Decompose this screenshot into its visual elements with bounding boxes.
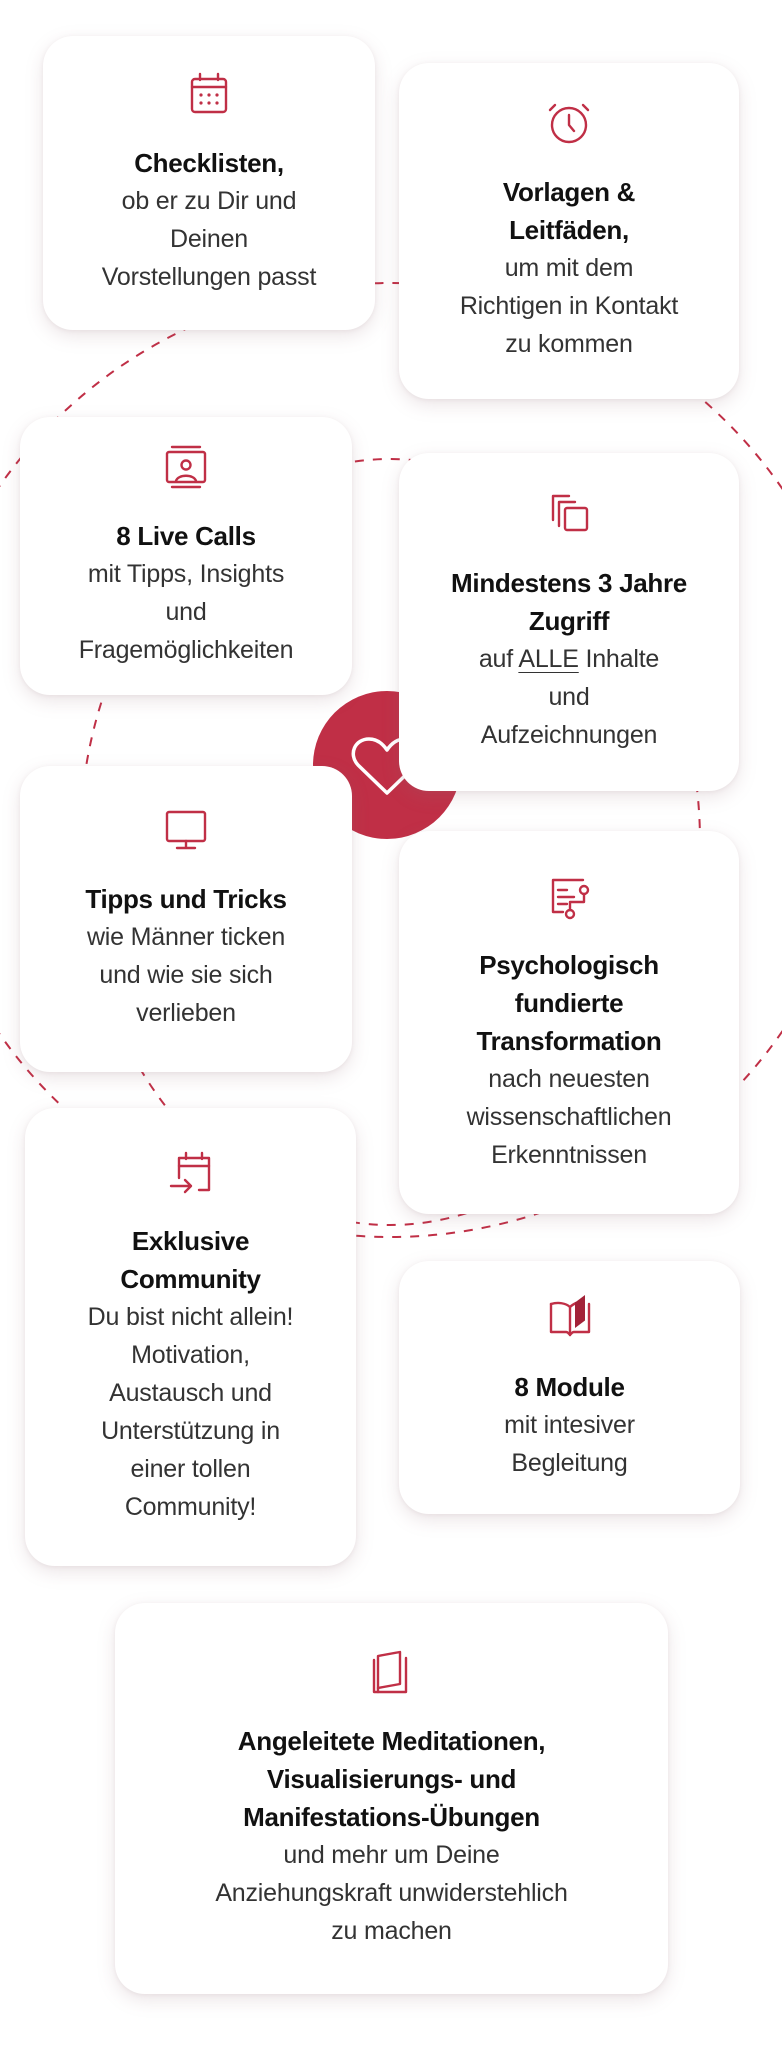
card-body-line: ob er zu Dir und	[121, 187, 297, 215]
card-title-line: Visualisierungs- und	[266, 1763, 517, 1794]
card-body-line: Erkenntnissen	[491, 1140, 647, 1169]
feature-card-tipps: Tipps und Tricks wie Männer ticken und wie…	[20, 766, 352, 1072]
card-body-line: Richtigen in Kontakt	[459, 292, 679, 320]
card-body-line: zu kommen	[505, 330, 633, 358]
card-body-line: und	[548, 683, 590, 711]
card-body-line: mit Tipps, Insights	[87, 560, 285, 588]
card-title-line: 8 Live Calls	[116, 521, 256, 551]
card-body-line: Vorstellungen passt	[101, 263, 317, 291]
card-title-line: Exklusive	[131, 1226, 250, 1256]
alarm-clock-icon	[545, 99, 593, 147]
card-title-line: Leitfäden,	[509, 215, 629, 245]
card-body-line: zu machen	[331, 1916, 452, 1945]
card-title-line: Community	[120, 1264, 261, 1294]
calendar-icon	[185, 70, 233, 118]
card-body-line: und mehr um Deine	[283, 1840, 500, 1869]
body-text-part: Inhalte	[578, 645, 660, 673]
card-body-line: Aufzeichnungen	[480, 721, 658, 749]
card-body-line: mit intesiver	[504, 1410, 635, 1439]
card-body-line: Unterstützung in	[101, 1417, 280, 1445]
card-body-line: Motivation,	[131, 1341, 250, 1369]
book-icon	[368, 1648, 416, 1696]
card-title-line: Transformation	[476, 1025, 662, 1056]
card-title-line: Psychologisch	[479, 949, 659, 980]
card-body-line: wissenschaftlichen	[466, 1102, 672, 1131]
monitor-icon	[162, 806, 210, 854]
card-body-line: verlieben	[136, 999, 236, 1027]
card-title-line: Tipps und Tricks	[85, 884, 287, 914]
card-title-line: Checklisten,	[134, 148, 284, 178]
card-body-line: nach neuesten	[488, 1064, 650, 1093]
card-title-line: Mindestens 3 Jahre	[451, 568, 687, 598]
card-title-line: fundierte	[514, 987, 624, 1018]
card-body-line: Fragemöglichkeiten	[78, 636, 294, 664]
card-body-line: auf ALLE Inhalte	[478, 640, 660, 678]
card-body-line: und	[165, 598, 207, 626]
open-book-icon	[546, 1294, 594, 1342]
card-body-line: Deinen	[169, 225, 249, 253]
underlined-emphasis: ALLE	[518, 645, 579, 673]
card-title-line: Zugriff	[528, 606, 610, 636]
calendar-import-icon	[167, 1148, 215, 1196]
body-text-part: auf	[478, 645, 519, 673]
card-body-line: Community!	[124, 1493, 257, 1521]
card-body-line: um mit dem	[504, 254, 634, 282]
video-call-icon	[162, 443, 210, 491]
copy-icon	[545, 490, 593, 538]
card-title-line: Manifestations-Übungen	[243, 1801, 540, 1832]
card-body-line: einer tollen	[130, 1455, 251, 1483]
card-title-line: Angeleitete Meditationen,	[237, 1725, 546, 1756]
card-body-line: Begleitung	[511, 1448, 628, 1477]
card-body-line: Du bist nicht allein!	[87, 1303, 294, 1331]
feature-card-meditationen: Angeleitete Meditationen, Visualisierungs…	[115, 1603, 668, 1994]
card-body-line: und wie sie sich	[99, 961, 273, 989]
card-body-line: Anziehungskraft unwiderstehlich	[215, 1878, 568, 1907]
document-flow-icon	[545, 872, 593, 920]
card-body-line: Austausch und	[109, 1379, 272, 1407]
card-title-line: Vorlagen &	[502, 177, 636, 207]
card-title-line: 8 Module	[514, 1371, 625, 1402]
card-body-line: wie Männer ticken	[86, 923, 286, 951]
